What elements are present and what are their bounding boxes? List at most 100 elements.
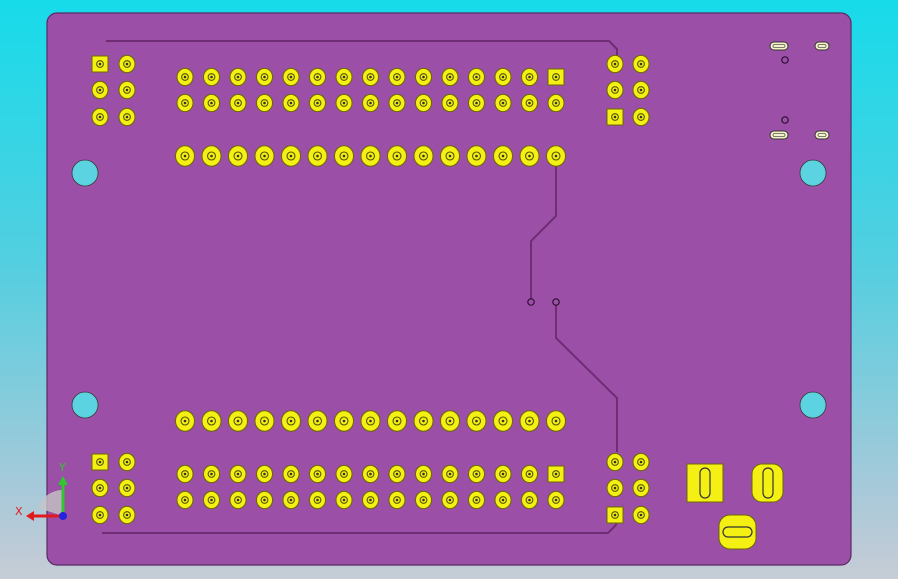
smd-pad-4 (814, 130, 830, 140)
lower-header-pin (176, 490, 194, 510)
lower-header-pin (494, 490, 512, 510)
lower-header-pin-center (236, 472, 240, 476)
upper-header-pin (309, 93, 326, 113)
lower-header-pin (441, 464, 459, 484)
x-axis-label: X (15, 505, 23, 518)
upper-header-pin-center (554, 75, 558, 79)
pin-block-1-pin (91, 80, 109, 100)
board-outline[interactable] (46, 12, 852, 566)
lower-header-pin-center (210, 472, 213, 476)
upper-header-pin-drill (446, 73, 454, 81)
lower-header-pin-drill (234, 496, 242, 504)
lower-single-row-pin-drill (392, 416, 402, 426)
axis-rotation-indicator (38, 489, 63, 516)
lower-single-row-pin-drill (180, 416, 190, 426)
lower-header-pin (229, 464, 247, 484)
pin-block-4-pin (632, 478, 650, 498)
upper-header-pin-drill (366, 73, 375, 81)
upper-header-pin-drill (499, 73, 507, 81)
smd-pad-slot-3 (772, 133, 786, 137)
upper-header-pin-drill (472, 73, 481, 81)
usb-pad-slot (722, 526, 753, 538)
pin-block-1-pin-drill (96, 60, 104, 68)
upper-single-row-pin (493, 145, 513, 167)
upper-header-pin-center (422, 75, 425, 79)
upper-header-pin-drill (181, 73, 189, 81)
pin-block-2-pin (606, 54, 624, 74)
upper-single-row-pin (519, 145, 540, 167)
pin-block-4-pin (632, 452, 650, 472)
upper-header-pin-center (395, 101, 399, 105)
pin-block-1-pin-center (125, 115, 129, 119)
usb-pad (718, 514, 757, 550)
lower-single-row-pin-drill (259, 416, 270, 426)
lower-header-pin-drill (340, 496, 348, 504)
pin-block-3-pin-center (125, 486, 129, 490)
pin-block-3-pin-drill (96, 484, 104, 492)
pin-block-1-pin-center (125, 88, 129, 92)
upper-header-pin (256, 67, 273, 87)
lower-header-pin-center (342, 498, 346, 502)
pcb-board[interactable] (46, 12, 852, 566)
lower-header-pin-center (210, 498, 213, 502)
lower-header-pin-drill (287, 496, 295, 504)
lower-single-row-pin (307, 410, 328, 432)
pin-block-2-pin-center (613, 115, 617, 119)
upper-header-pin-drill (313, 73, 322, 81)
pin-block-2-pin-center (639, 88, 643, 92)
upper-header-pin-drill (552, 99, 560, 107)
lower-header-pin-drill (446, 496, 454, 504)
pin-block-2-pin-drill (611, 113, 619, 121)
lower-header-pin (229, 490, 247, 510)
lower-header-pin (388, 464, 406, 484)
upper-single-row-pin (334, 145, 354, 167)
upper-single-row-pin (440, 145, 460, 167)
upper-header-pin-drill (260, 73, 269, 81)
lower-single-row-pin-center (342, 419, 346, 423)
pin-block-4-pin-drill (637, 458, 645, 466)
trace-1 (106, 40, 618, 59)
lower-header-pin (335, 464, 353, 484)
lower-header-pin (282, 490, 300, 510)
pin-block-2-pin-center (639, 115, 643, 119)
lower-header-pin-drill (446, 470, 454, 478)
upper-header-pin (388, 67, 406, 87)
upper-header-pin-center (369, 101, 372, 105)
pin-block-4-pin (606, 452, 624, 472)
upper-single-row-pin (466, 145, 487, 167)
lower-header-pin-center (528, 472, 531, 476)
lower-single-row-pin-center (448, 419, 452, 423)
lower-single-row-pin-center (316, 419, 319, 423)
upper-header-pin (468, 67, 485, 87)
lower-header-pin-center (236, 498, 240, 502)
pin-block-2-pin (606, 80, 624, 100)
z-axis-dot (59, 512, 67, 520)
pin-block-3-pin-center (98, 460, 102, 464)
pin-block-2-pin-drill (637, 86, 645, 94)
upper-header-pin (415, 67, 432, 87)
upper-header-pin-center (448, 75, 452, 79)
pin-block-3-pin-drill (123, 511, 131, 519)
lower-single-row-pin (413, 410, 434, 432)
lower-header-pin-center (369, 472, 372, 476)
pin-block-1-pin-center (98, 115, 102, 119)
upper-header-pin-center (395, 75, 399, 79)
lower-header-pin-center (554, 498, 558, 502)
lower-header-pin (415, 464, 432, 484)
lower-single-row-pin-center (289, 419, 293, 423)
pin-block-2-pin-center (639, 62, 643, 66)
upper-single-row-pin (387, 145, 407, 167)
lower-header-pin-drill (393, 496, 401, 504)
upper-single-row-pin-drill (445, 151, 455, 161)
lower-header-pin-drill (287, 470, 295, 478)
lower-header-pin-center (369, 498, 372, 502)
upper-header-pin (176, 93, 194, 113)
lower-single-row-pin-center (528, 419, 531, 423)
upper-single-row-pin-drill (551, 151, 561, 161)
lower-header-pin-drill (207, 496, 216, 504)
upper-header-pin (415, 93, 432, 113)
lower-single-row-pin (254, 410, 275, 432)
lower-single-row-pin-drill (286, 416, 296, 426)
